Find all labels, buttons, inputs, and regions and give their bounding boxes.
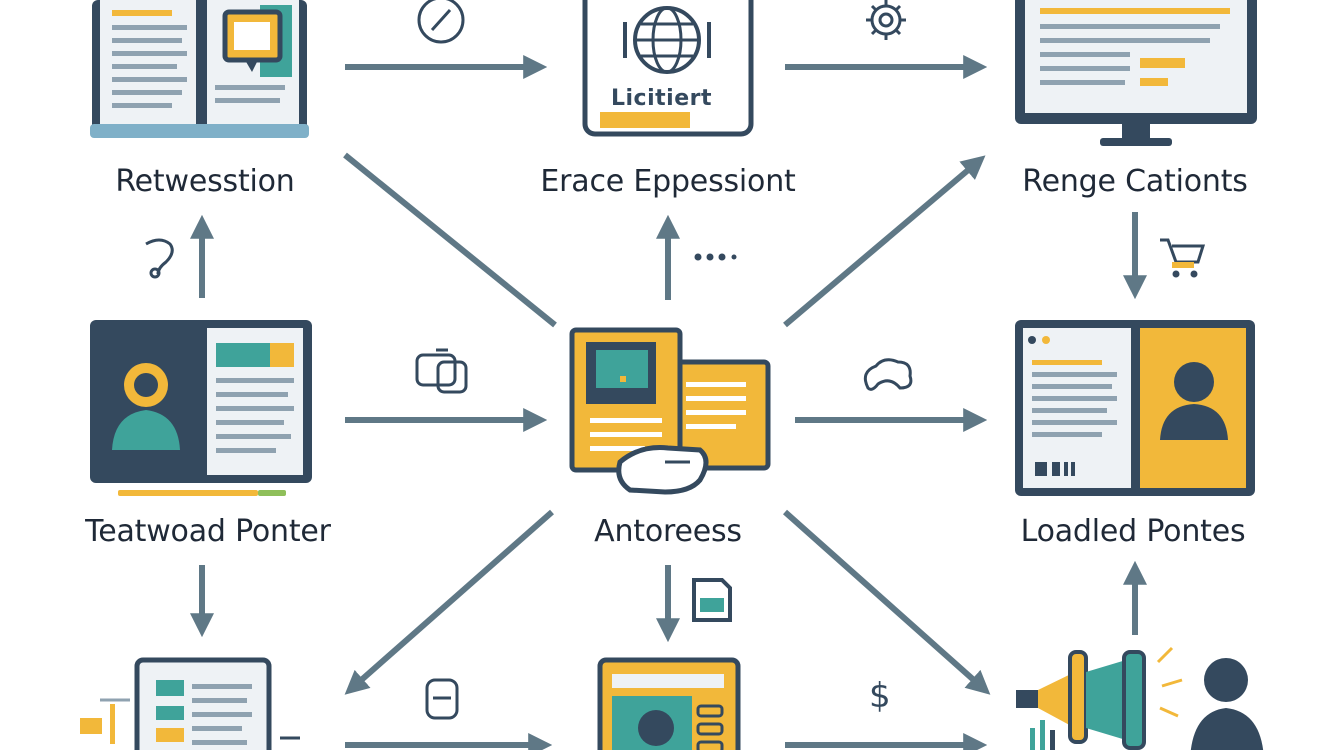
- sd-card-icon: [692, 578, 732, 622]
- pen-icon: [417, 0, 465, 44]
- ellipsis-icon: [694, 253, 737, 261]
- globe-card-icon: [582, 0, 754, 137]
- node-label-mid-center: Antoreess: [594, 514, 742, 549]
- cloud-icon: [863, 358, 913, 391]
- node-label-top-left: Retwesstion: [115, 164, 295, 199]
- person-book-icon: [90, 320, 312, 496]
- document-icon: [80, 657, 300, 750]
- hand-document-icon: [569, 327, 771, 495]
- node-label-mid-right: Loadled Pontes: [1020, 514, 1246, 549]
- node-label-top-right: Renge Cationts: [1022, 164, 1248, 199]
- arrow-mc-tr: [783, 155, 986, 328]
- chat-icon: [415, 348, 468, 394]
- book-chat-icon: [90, 0, 309, 138]
- timer-icon: [425, 678, 459, 720]
- dollar-sign-icon: $: [869, 676, 891, 716]
- arrow-mc-br: [783, 509, 991, 695]
- monitor-icon: [1015, 0, 1257, 146]
- card-caption: Licitiert: [611, 86, 712, 111]
- arrow-mc-bl: [344, 509, 554, 695]
- connector-tl-mc: [343, 152, 557, 328]
- book-person-icon: [1015, 320, 1255, 496]
- cart-icon: [1160, 238, 1206, 278]
- node-label-mid-left: Teatwoad Ponter: [85, 514, 331, 549]
- gear-icon: [866, 0, 906, 40]
- megaphone-person-icon: [1016, 646, 1264, 750]
- node-label-top-center: Erace Eppessiont: [540, 164, 796, 199]
- question-icon: [145, 238, 174, 279]
- tablet-person-icon: [597, 657, 741, 750]
